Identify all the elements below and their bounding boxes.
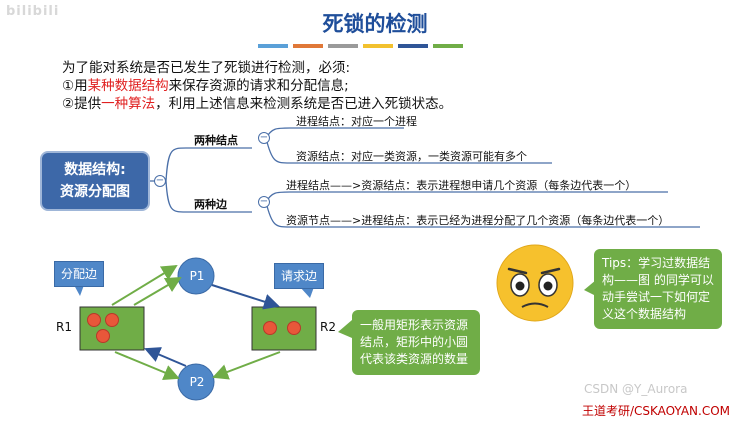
intro-highlight: 一种算法	[101, 96, 156, 112]
leaf-resource-node: 资源结点：对应一类资源，一类资源可能有多个	[296, 150, 527, 163]
intro-text: ①用	[62, 78, 88, 94]
request-edge-callout: 请求边	[274, 263, 325, 289]
site-footer: 王道考研/CSKAOYAN.COM	[581, 404, 730, 418]
watermark: bilibili	[6, 4, 60, 19]
r2-label: R2	[320, 320, 336, 334]
r2-instance	[287, 321, 301, 335]
resource-node-note: 一般用矩形表示资源结点，矩形中的小圆代表该类资源的数量	[352, 310, 480, 375]
tips-callout: Tips：学习过数据结构——图 的同学可以动手尝试一下如何定义这个数据结构	[594, 249, 722, 329]
p1-node	[177, 257, 215, 295]
intro-line-1: 为了能对系统是否已发生了死锁进行检测，必须:	[62, 60, 351, 76]
r2-instance	[263, 321, 277, 335]
root-label: 数据结构:	[64, 162, 126, 178]
p2-label: P2	[189, 375, 205, 389]
stripe	[258, 44, 288, 48]
title-decoration	[258, 44, 463, 48]
leaf-allocation-edge: 资源节点——>进程结点：表示已经为进程分配了几个资源（每条边代表一个）	[286, 214, 670, 227]
callout-pointer	[300, 287, 314, 298]
stripe	[433, 44, 463, 48]
alloc-edge-r1-p2	[114, 351, 180, 381]
intro-text: 来保存资源的请求和分配信息;	[168, 78, 349, 94]
branch-edge-types: 两种边	[194, 198, 227, 211]
confused-face-icon	[496, 244, 574, 322]
alloc-edge-callout: 分配边	[54, 261, 105, 287]
callout-pointer	[584, 280, 596, 296]
p1-label: P1	[189, 269, 205, 283]
collapse-toggle-edge-types[interactable]: −	[258, 196, 270, 208]
intro-highlight: 某种数据结构	[87, 78, 169, 94]
r1-instance	[105, 313, 119, 327]
root-node: 数据结构: 资源分配图	[40, 151, 150, 211]
alloc-edge-r1-p1	[111, 264, 178, 306]
stripe	[328, 44, 358, 48]
intro-line-2: ①用某种数据结构来保存资源的请求和分配信息;	[62, 74, 349, 94]
branch-node-types: 两种结点	[194, 134, 238, 147]
r1-instance	[96, 329, 110, 343]
r2-node	[251, 306, 317, 351]
collapse-toggle-root[interactable]: −	[154, 175, 166, 187]
collapse-toggle-node-types[interactable]: −	[258, 132, 270, 144]
intro-line-3: ②提供一种算法，利用上述信息来检测系统是否已进入死锁状态。	[62, 92, 452, 112]
leaf-request-edge: 进程结点——>资源结点：表示进程想申请几个资源（每条边代表一个）	[286, 179, 637, 192]
callout-pointer	[338, 320, 352, 338]
stripe	[293, 44, 323, 48]
p2-node	[177, 363, 215, 401]
root-label: 资源分配图	[60, 184, 130, 200]
intro-text: ，利用上述信息来检测系统是否已进入死锁状态。	[155, 96, 453, 112]
stripe	[398, 44, 428, 48]
alloc-edge-r2-p2	[212, 351, 281, 380]
r1-label: R1	[56, 320, 72, 334]
request-edge-p1-r2	[211, 284, 280, 310]
stripe	[363, 44, 393, 48]
intro-text: ②提供	[62, 96, 102, 112]
page-title: 死锁的检测	[322, 12, 428, 36]
leaf-process-node: 进程结点：对应一个进程	[296, 115, 417, 128]
csdn-watermark: CSDN @Y_Aurora	[584, 382, 688, 396]
callout-pointer	[74, 285, 84, 296]
alloc-edge-r1-p1	[133, 276, 182, 306]
r1-instance	[87, 313, 101, 327]
request-edge-p2-r1	[144, 347, 187, 367]
